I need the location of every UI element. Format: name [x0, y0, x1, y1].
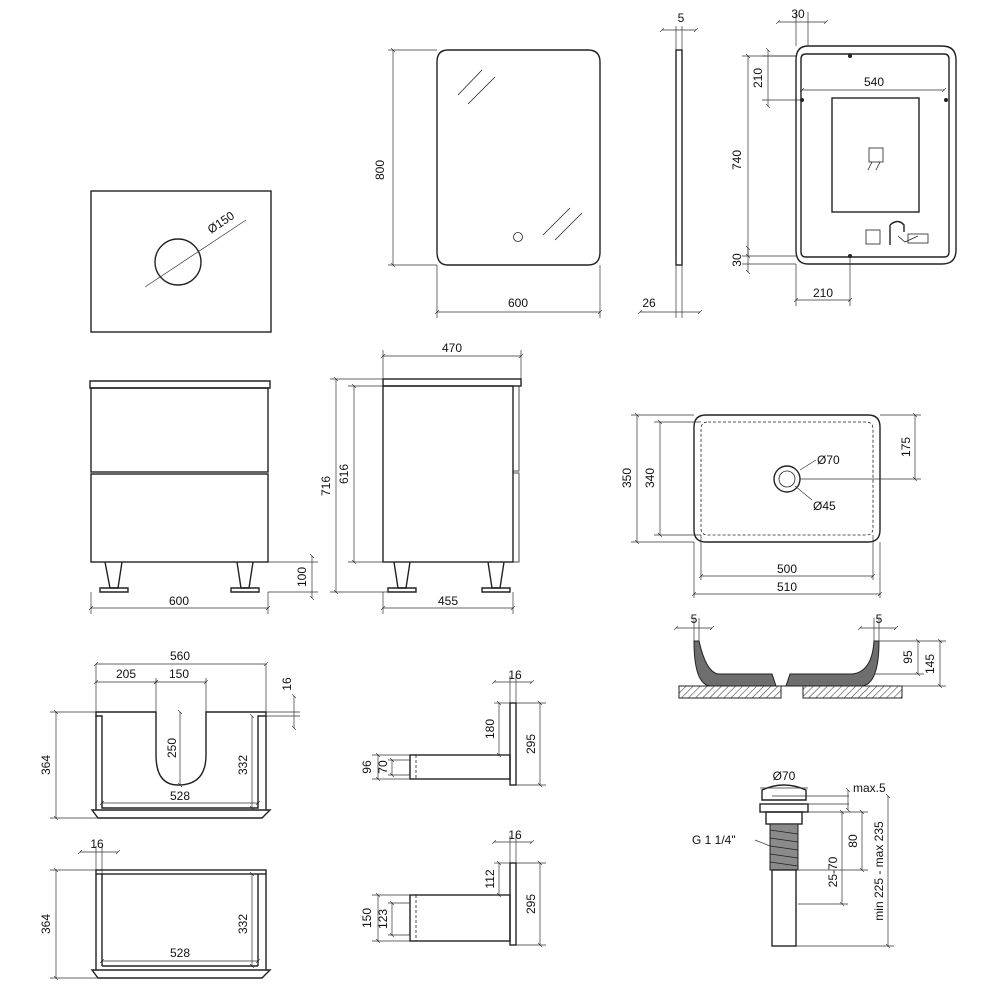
drain-length-label: min 225 - max 235: [872, 821, 886, 921]
mirror-back-bottom-offset-label: 30: [730, 253, 744, 267]
drawer-bottom-inner-height-label: 332: [236, 914, 250, 934]
basin-drain-inner-label: Ø45: [813, 499, 836, 513]
bracket-top-thickness-label: 16: [508, 668, 522, 682]
bracket-top-outer-label: 96: [360, 760, 374, 774]
mirror-back-inner-width-label: 540: [864, 75, 884, 89]
basin-drain-outer-label: Ø70: [817, 453, 840, 467]
bracket-bottom: 16 112 295 150 123: [360, 828, 546, 948]
cabinet-top-depth-label: 470: [442, 341, 462, 355]
bracket-top-inner-label: 70: [376, 760, 390, 774]
countertop-plan: Ø150: [90, 190, 272, 333]
drain-gap-label: max.5: [853, 781, 886, 795]
drawer-bottom: 16 364 332 528: [39, 837, 272, 981]
drawer-bottom-height-label: 364: [39, 914, 53, 934]
drain-assembly: Ø70 max.5 G 1 1/4" 80 25-70 min 225 - ma…: [692, 769, 894, 949]
drawer-top-height-label: 364: [39, 755, 53, 775]
mirror-back-inner-height-label: 740: [730, 150, 744, 170]
drain-range-label: 25-70: [826, 856, 840, 887]
bracket-bottom-inner-label: 123: [376, 909, 390, 929]
basin-rim-left-label: 5: [691, 612, 698, 626]
cabinet-front: 600 100: [88, 380, 318, 614]
cabinet-side: 470 716 616 455: [319, 341, 524, 614]
basin-inner-depth-label: 95: [901, 650, 915, 664]
drawer-bottom-inner-width-label: 528: [170, 946, 190, 960]
cabinet-body-height-label: 616: [337, 464, 351, 484]
drawer-top-cutout-depth-label: 250: [165, 738, 179, 758]
bracket-top-upper-label: 180: [483, 719, 497, 739]
mirror-thickness-label: 5: [678, 11, 685, 25]
drawer-top-cutout-width-label: 150: [169, 667, 189, 681]
mirror-height-label: 800: [373, 160, 387, 180]
bracket-top: 16 180 295 96 70: [360, 668, 546, 788]
mirror-back-mount-height-label: 210: [751, 68, 765, 88]
bracket-bottom-upper-label: 112: [483, 869, 497, 888]
cabinet-leg-height-label: 100: [295, 567, 309, 587]
drawer-bottom-thickness-label: 16: [90, 837, 104, 851]
drawer-top-inner-height-label: 332: [236, 755, 250, 775]
drawer-top-inner-width-label: 528: [170, 789, 190, 803]
basin-rim-right-label: 5: [876, 612, 883, 626]
mirror-back-offset-label: 30: [791, 7, 805, 21]
basin-total-height-label: 145: [923, 654, 937, 674]
bracket-top-height-label: 295: [524, 734, 538, 754]
drain-thread-label: G 1 1/4": [692, 833, 736, 847]
cabinet-height-label: 716: [319, 476, 333, 496]
basin-drain-offset-label: 175: [899, 437, 913, 457]
countertop-hole-label: Ø150: [205, 208, 237, 236]
basin-outer-width-label: 510: [777, 580, 797, 594]
cabinet-depth-label: 455: [438, 594, 458, 608]
mirror-width-label: 600: [508, 296, 528, 310]
basin-inner-height-label: 340: [643, 468, 657, 488]
drawer-top-total-width-label: 560: [170, 649, 190, 663]
bracket-bottom-outer-label: 150: [360, 908, 374, 928]
drawer-top-thickness-label: 16: [280, 677, 294, 691]
cabinet-front-width-label: 600: [169, 594, 189, 608]
drawer-top: 560 205 150 16 364 250 332 528: [39, 649, 300, 821]
bracket-bottom-height-label: 295: [524, 894, 538, 914]
drawer-top-left-offset-label: 205: [116, 667, 136, 681]
basin-outer-height-label: 350: [620, 468, 634, 488]
drain-cap-label: Ø70: [773, 769, 796, 783]
mirror-side: 5 26: [637, 11, 703, 318]
basin-top-view: Ø70 Ø45 350 340 175 500 510: [620, 412, 921, 598]
drain-head-label: 80: [846, 834, 860, 848]
basin-inner-width-label: 500: [777, 562, 797, 576]
mirror-front: 800 600: [373, 47, 603, 318]
mirror-back-mount-width-label: 210: [813, 286, 833, 300]
mirror-depth-label: 26: [642, 296, 656, 310]
bracket-bottom-thickness-label: 16: [508, 828, 522, 842]
mirror-back: 30 210 540 740 30 210: [730, 7, 957, 306]
basin-section: 5 5 95 145: [673, 612, 946, 699]
